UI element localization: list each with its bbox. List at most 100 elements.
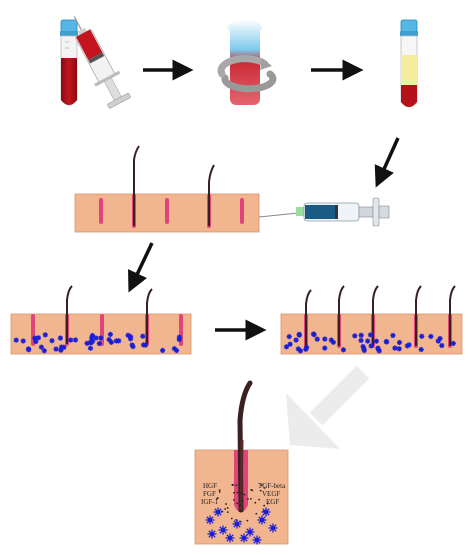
right-platelets [283, 331, 456, 354]
platelet [58, 347, 64, 353]
platelet [57, 335, 64, 341]
platelet [261, 507, 271, 517]
left-platelets [13, 331, 182, 354]
growth-factor-left-3: IGF-1 [201, 498, 219, 506]
growth-factor-dot [236, 502, 239, 505]
platelet [218, 525, 228, 535]
platelet [89, 332, 96, 339]
platelet [303, 346, 309, 352]
platelet [127, 336, 134, 342]
platelet [96, 340, 102, 347]
hair-shaft [338, 285, 345, 346]
growth-factor-dot [239, 504, 241, 506]
hair-follicles [99, 145, 244, 228]
growth-factor-dots [216, 483, 269, 523]
platelet [130, 343, 136, 350]
platelet [376, 348, 382, 354]
platelet [93, 335, 99, 341]
growth-factor-dot [225, 503, 227, 505]
platelet [406, 342, 412, 348]
hair-shaft [415, 285, 422, 346]
platelet [340, 347, 347, 353]
growth-factor-dot [263, 504, 266, 507]
platelet [13, 337, 19, 343]
platelet [26, 347, 32, 353]
platelet [358, 337, 364, 344]
platelet [268, 523, 278, 533]
platelet [207, 529, 217, 539]
platelet [176, 336, 182, 343]
platelet [33, 338, 39, 345]
growth-factor-dot [240, 492, 243, 495]
hair-shaft [449, 285, 456, 346]
arrow-injection-to-activation [128, 242, 154, 293]
growth-factor-right-1: TGF-beta [258, 482, 286, 490]
platelet [322, 336, 328, 342]
platelet [252, 535, 262, 545]
platelet [232, 519, 242, 529]
growth-factor-left-1: HGF [203, 482, 218, 490]
platelet [439, 342, 445, 349]
platelet [418, 346, 424, 353]
injection-syringe-icon [258, 197, 390, 227]
platelet [310, 331, 317, 337]
growth-factor-dot [233, 491, 235, 494]
right-follicles [304, 285, 456, 348]
platelet [435, 338, 441, 344]
platelet [384, 339, 390, 345]
platelet [367, 332, 374, 338]
platelet [116, 338, 122, 344]
platelet [106, 337, 112, 343]
platelet [293, 337, 299, 343]
platelet [42, 332, 48, 338]
zoom-arrow [286, 365, 370, 449]
growth-factor-dot [246, 519, 249, 522]
platelet [245, 527, 255, 537]
platelet [72, 337, 79, 343]
platelet [107, 331, 113, 338]
platelet [365, 338, 371, 344]
growth-factor-dot [233, 498, 235, 501]
platelet [205, 515, 215, 525]
growth-factor-dot [226, 511, 229, 514]
platelet [360, 343, 366, 350]
platelet [140, 333, 146, 339]
platelet [171, 346, 178, 352]
platelet [396, 346, 402, 352]
platelet [41, 348, 47, 354]
growth-factor-dot [266, 502, 269, 505]
growth-factor-left-2: FGF [203, 490, 216, 498]
platelet [68, 337, 74, 343]
platelet [286, 334, 292, 340]
platelet [287, 341, 293, 347]
platelet [322, 345, 328, 351]
platelet [450, 340, 456, 347]
closeup-platelets [205, 507, 278, 545]
growth-factor-dot [241, 499, 244, 502]
platelet [396, 339, 403, 346]
platelet [328, 337, 334, 343]
platelet [368, 343, 374, 349]
growth-factor-dot [249, 497, 252, 500]
growth-factor-dot [218, 491, 221, 493]
platelet [53, 346, 59, 352]
growth-factor-dot [251, 489, 254, 492]
scalp-platelets-left [10, 285, 192, 355]
platelet [352, 333, 358, 339]
growth-factor-dot [255, 512, 258, 515]
platelet [314, 336, 320, 342]
growth-factor-right-2: VEGF [262, 490, 281, 498]
platelet [361, 347, 367, 354]
growth-factor-dot [216, 497, 218, 500]
growth-factor-dot [263, 487, 266, 489]
platelet [140, 342, 147, 348]
growth-factor-dot [230, 517, 233, 520]
platelet [87, 345, 94, 351]
platelet [283, 344, 290, 350]
platelet [49, 338, 55, 344]
platelet [98, 335, 104, 341]
growth-factor-dot [243, 493, 246, 496]
platelet [160, 347, 166, 354]
platelet [35, 335, 41, 341]
